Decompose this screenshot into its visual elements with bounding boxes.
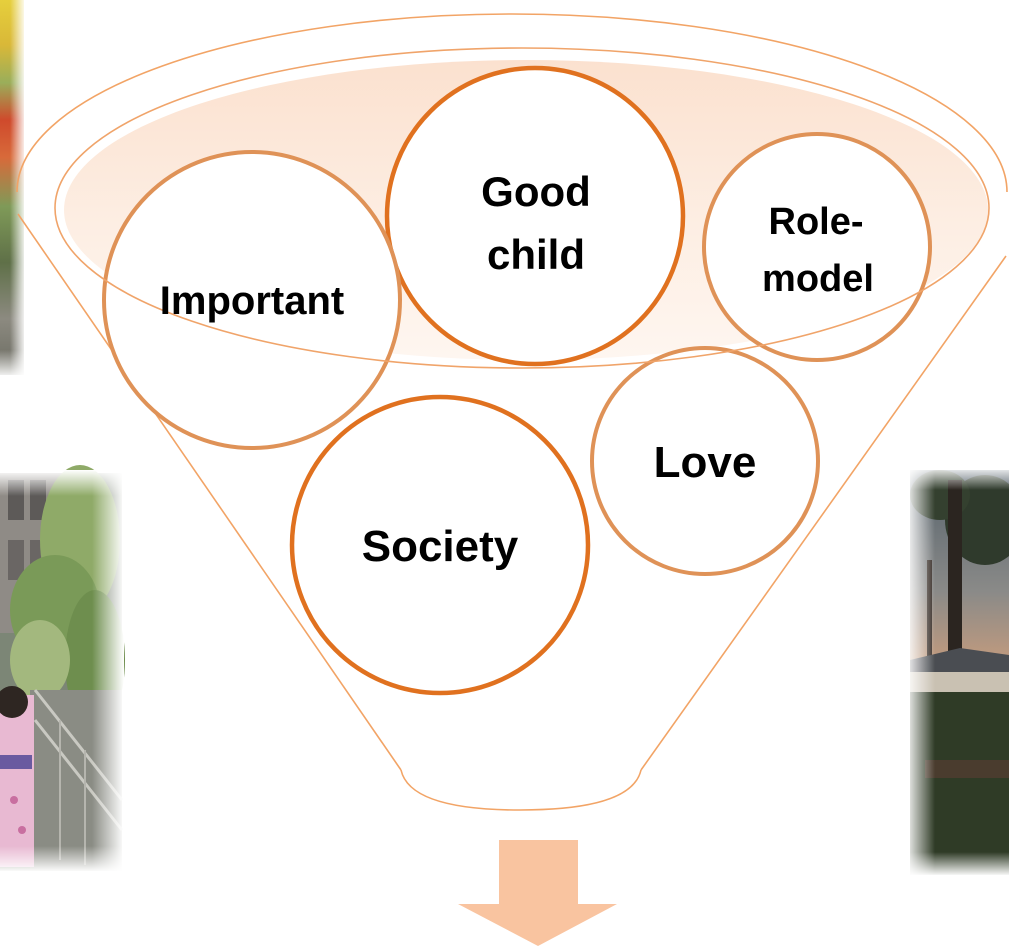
circle-good-child [384,65,686,367]
funnel-right-side [640,255,1007,771]
funnel-bottom [400,769,642,811]
label-good-child-line2: child [487,231,585,278]
photo-left-kimono [0,465,125,872]
label-role-model-line2: model [762,258,874,300]
funnel-outer-rim [16,13,1008,193]
funnel-inner-rim [54,47,990,369]
photo-left-top-strip [0,0,26,378]
label-good-child-line1: Good [481,168,591,215]
label-role-model-line1: Role- [769,201,864,243]
label-important: Important [160,279,344,323]
label-love: Love [654,438,757,487]
circle-love [590,346,820,576]
circle-role-model [702,132,932,362]
down-arrow-icon [458,840,617,946]
funnel [16,13,1008,811]
circle-society [289,394,591,696]
photo-right-sunset [905,466,1009,876]
funnel-left-side [17,213,402,771]
circle-important [102,150,402,450]
label-society: Society [362,522,519,571]
